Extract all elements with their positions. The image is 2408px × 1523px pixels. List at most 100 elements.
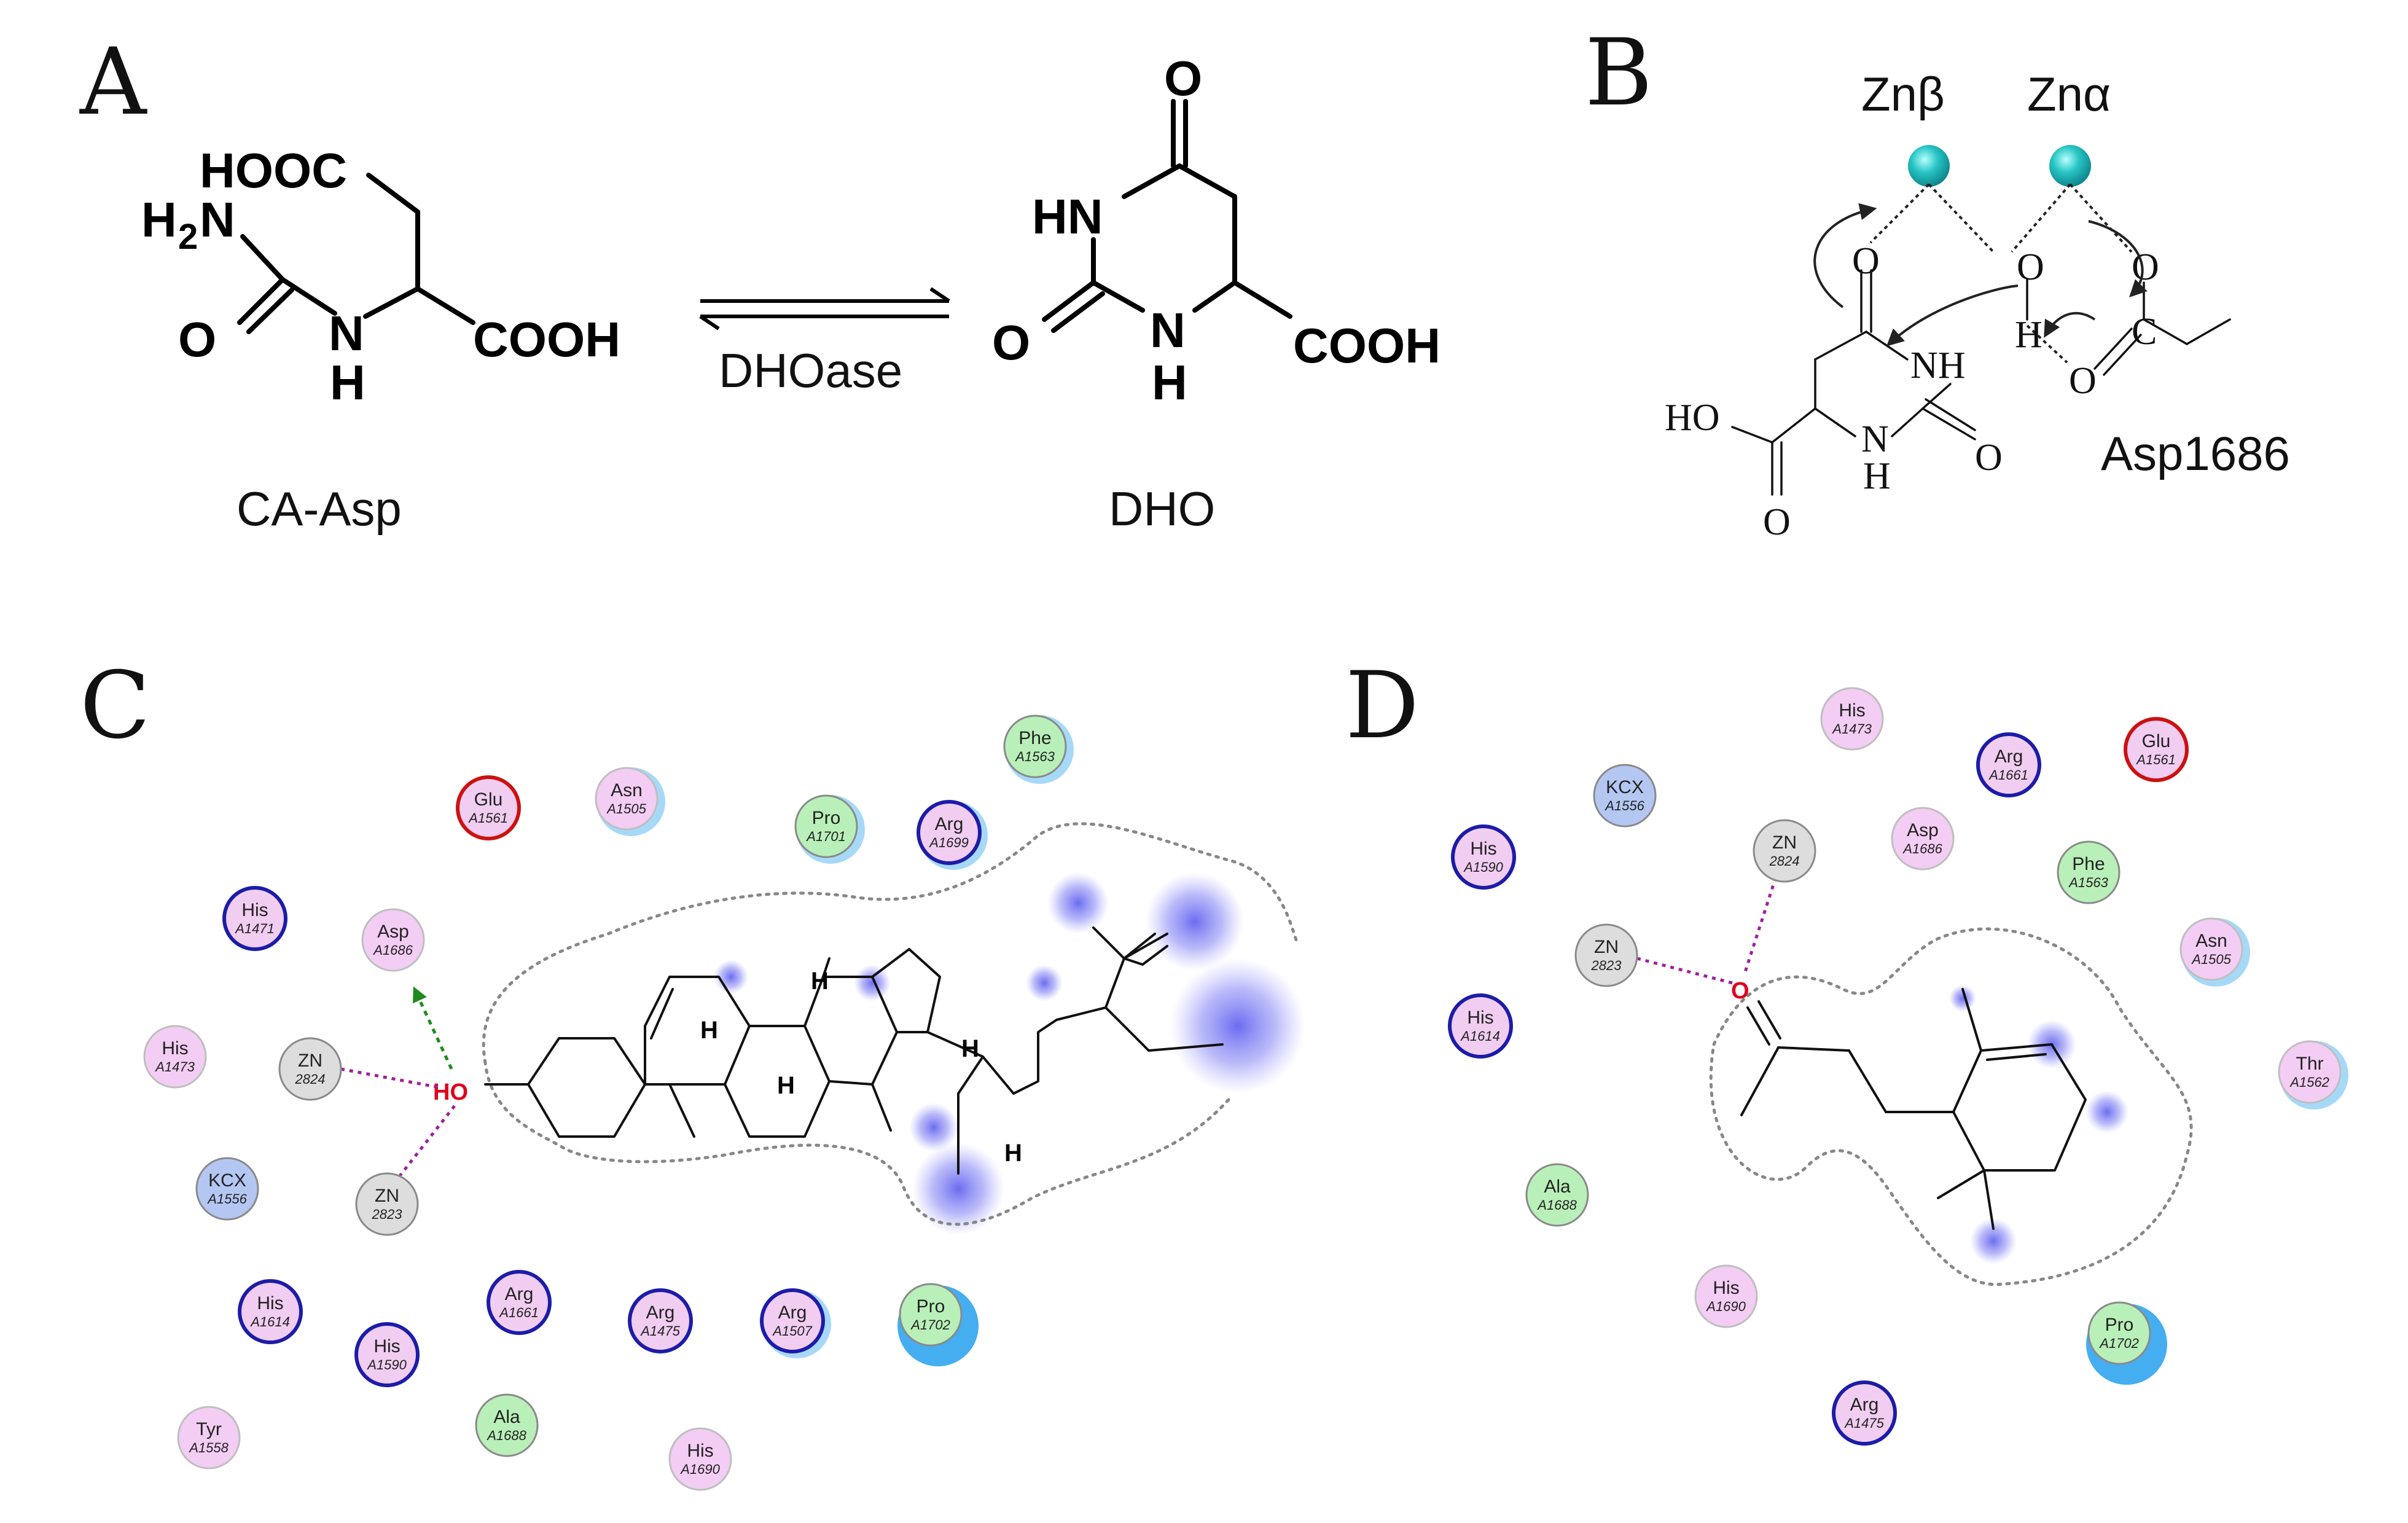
residue-number: A1590 <box>366 1357 407 1372</box>
residue-name: Arg <box>505 1284 534 1304</box>
residue-disc <box>1451 824 1516 890</box>
panel-b-mechanism: Znβ Znα <box>1665 67 2290 543</box>
atom-o1: O <box>1852 240 1880 282</box>
residue-name: His <box>1839 700 1865 721</box>
stereo-h-4: H <box>961 1035 979 1062</box>
residue-name: Glu <box>474 789 503 810</box>
residue-disc <box>487 1270 552 1335</box>
residue-disc <box>143 1025 207 1089</box>
residue-name: KCX <box>208 1170 246 1191</box>
residue-name: Glu <box>2142 731 2171 751</box>
ca-asp-nh-n: N <box>329 306 364 361</box>
residue-number: A1690 <box>1705 1299 1746 1314</box>
residue-number: A1563 <box>2068 875 2108 890</box>
panel-label-b: B <box>1585 20 1652 127</box>
stereo-h-5: H <box>1004 1140 1022 1167</box>
residue-number: A1702 <box>2098 1336 2139 1351</box>
residue-disc <box>1003 715 1067 778</box>
residue-number: A1563 <box>1014 749 1055 764</box>
atom-ho: HO <box>1665 397 1720 439</box>
residue-name: Pro <box>812 808 841 828</box>
residue-name: Asp <box>377 922 409 942</box>
zn-beta-label: Znβ <box>1861 67 1945 121</box>
residue-name: Arg <box>1850 1395 1879 1415</box>
stereo-h-1: H <box>700 1017 718 1044</box>
residue-number: 2824 <box>1769 853 1800 869</box>
dho-bound-structure <box>1731 269 2231 496</box>
residue-disc <box>2179 917 2243 981</box>
residue-name: Phe <box>2072 854 2105 874</box>
residue-name: KCX <box>1606 777 1644 797</box>
residue-number: A1473 <box>1831 721 1872 737</box>
residue-name: His <box>241 900 268 920</box>
residue-disc <box>456 775 521 840</box>
ca-asp-nh-h: H <box>330 355 366 410</box>
asp-residue-label: Asp1686 <box>2101 426 2290 480</box>
substrate-name: CA-Asp <box>237 482 402 536</box>
residue-name: Ala <box>493 1407 520 1427</box>
ca-asp-h2n-h: H <box>141 192 177 247</box>
residue-name: Thr <box>2296 1054 2324 1074</box>
dho-cooh: COOH <box>1293 318 1440 373</box>
residue-number: A1561 <box>2135 752 2176 767</box>
residue-name: Pro <box>917 1296 945 1317</box>
residue-disc <box>355 1172 419 1236</box>
residue-number: A1561 <box>467 810 508 826</box>
zn-beta-sphere <box>1908 145 1950 187</box>
residue-disc <box>1820 687 1884 751</box>
enzyme-label: DHOase <box>719 343 902 397</box>
residue-disc <box>668 1427 732 1491</box>
residue-list-d: HisA1473ArgA1661GluA1561KCXA1556ZN2824As… <box>1448 687 2348 1446</box>
binding-pocket-outline-c <box>482 822 1298 1226</box>
residue-name: His <box>687 1441 713 1461</box>
residue-name: Arg <box>935 814 964 834</box>
residue-number: A1562 <box>2289 1075 2329 1090</box>
metal-contact-zn2824-d <box>1743 869 1780 974</box>
atom-o-acid: O <box>1763 501 1791 543</box>
panel-a-reaction: H 2 N HOOC O N H COOH CA-Asp DHOase <box>141 51 1440 536</box>
panel-label-a: A <box>79 29 147 136</box>
atom-h-bridge: H <box>2015 314 2043 356</box>
residue-name: ZN <box>1772 832 1797 853</box>
residue-disc <box>475 1393 539 1457</box>
residue-number: A1686 <box>1902 841 1942 856</box>
dho-o-top: O <box>1164 51 1202 106</box>
ca-asp-h2n-n: N <box>200 192 235 247</box>
residue-name: Phe <box>1018 728 1051 748</box>
ligand-ho-label: HO <box>433 1079 468 1105</box>
residue-name: His <box>1467 1008 1493 1028</box>
residue-disc <box>1694 1264 1758 1328</box>
residue-number: A1505 <box>2191 952 2231 967</box>
residue-number: A1699 <box>928 835 969 850</box>
residue-disc <box>1574 923 1638 987</box>
residue-disc <box>794 794 858 858</box>
ligand-o-label: O <box>1731 978 1749 1004</box>
residue-number: A1556 <box>206 1191 247 1207</box>
residue-number: 2823 <box>1591 958 1622 973</box>
residue-disc <box>177 1406 241 1470</box>
ca-asp-hooc: HOOC <box>200 143 347 198</box>
residue-number: A1471 <box>234 921 275 936</box>
residue-disc <box>1832 1380 1897 1446</box>
residue-number: A1614 <box>1460 1028 1500 1044</box>
ca-asp-h2n-sub: 2 <box>178 217 198 257</box>
residue-name: His <box>257 1293 283 1314</box>
ligand-steroid <box>484 926 1224 1175</box>
